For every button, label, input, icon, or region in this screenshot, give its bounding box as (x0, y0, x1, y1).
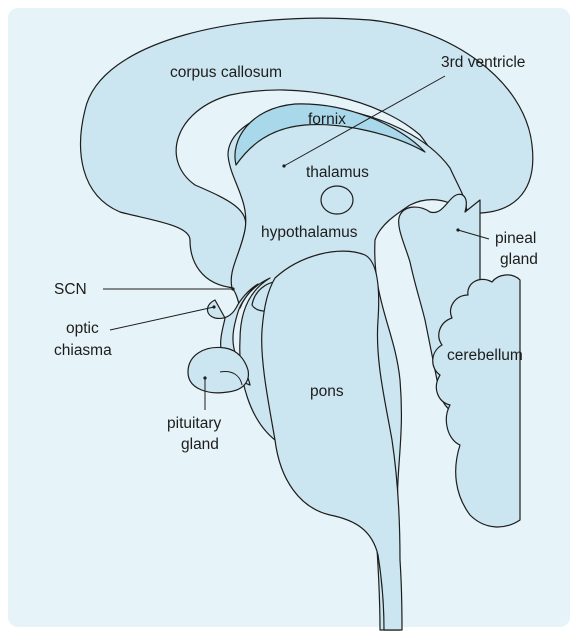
label-corpus-callosum: corpus callosum (170, 64, 282, 81)
label-pons: pons (310, 383, 344, 400)
label-cerebellum: cerebellum (447, 347, 523, 364)
label-optic-line1: optic (66, 320, 99, 337)
label-optic-line2: chiasma (54, 342, 112, 359)
label-pituitary-line2: gland (181, 436, 219, 453)
scn-dot (231, 287, 234, 290)
label-pineal-line2: gland (500, 251, 538, 268)
label-scn: SCN (54, 281, 87, 298)
optic-chiasma-dot (212, 305, 215, 308)
interthalamic-adhesion-shape (321, 186, 353, 214)
label-fornix: fornix (308, 111, 346, 128)
label-pituitary-line1: pituitary (167, 415, 222, 432)
label-hypothalamus: hypothalamus (261, 224, 358, 241)
pituitary-gland-shape (188, 347, 248, 392)
label-pineal-line1: pineal (495, 230, 536, 247)
thalamus-dot (282, 164, 285, 167)
optic-chiasma-leader (110, 307, 214, 330)
label-thalamus: thalamus (306, 164, 369, 181)
pituitary-dot (203, 376, 206, 379)
pineal-dot (456, 228, 459, 231)
label-third-ventricle: 3rd ventricle (441, 54, 525, 71)
